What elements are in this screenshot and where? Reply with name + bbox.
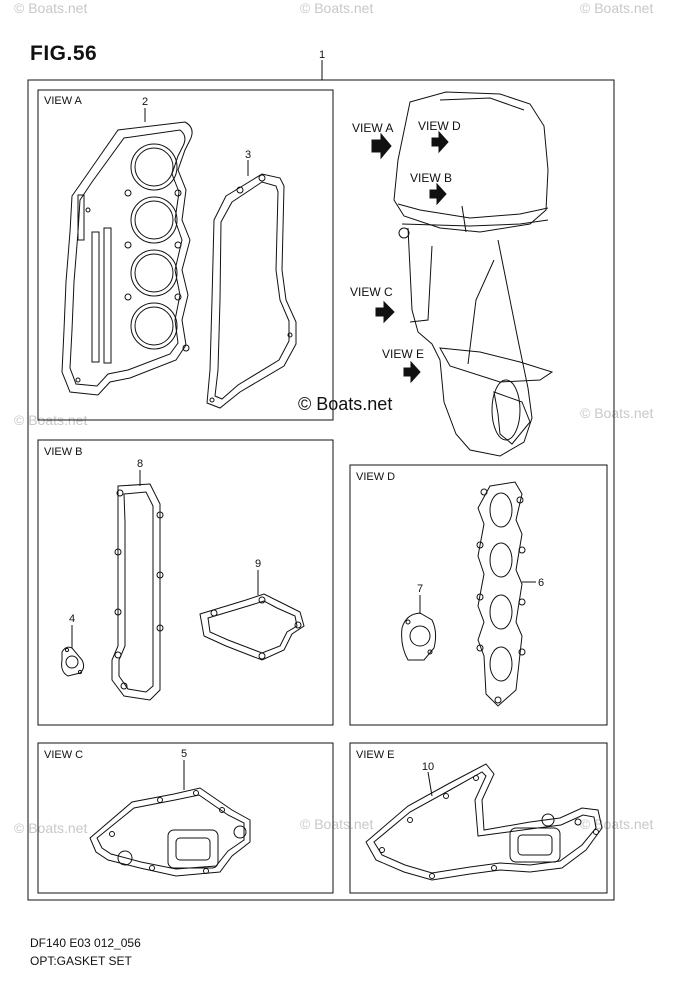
view-arrow-icon: [371, 132, 392, 160]
view-b-box: [37, 439, 334, 726]
view-arrow-icon: [375, 300, 395, 324]
watermark-center: © Boats.net: [298, 394, 393, 414]
engine-arrow-label: VIEW C: [350, 285, 393, 299]
view-arrow-icon: [431, 130, 449, 154]
watermark-text: © Boats.net: [300, 816, 374, 832]
outboard-engine: [393, 91, 554, 457]
engine-arrow-label: VIEW D: [418, 119, 461, 133]
view-e-box: [349, 742, 608, 894]
view-c-gasket: [89, 760, 251, 877]
engine-view-arrows: [371, 130, 449, 384]
part-number: 8: [137, 458, 143, 470]
part-number: 6: [538, 577, 544, 589]
view-a-label: VIEW A: [44, 95, 83, 107]
callout-number: 1: [319, 49, 325, 61]
view-d-label: VIEW D: [356, 471, 395, 483]
manifold-gasket: [476, 481, 536, 707]
view-e-label: VIEW E: [356, 749, 395, 761]
view-e-gasket: [365, 763, 603, 881]
part-number: 9: [255, 558, 261, 570]
engine-arrow-label: VIEW E: [382, 347, 424, 361]
watermark-text: © Boats.net: [14, 0, 88, 16]
outer-frame: [27, 79, 615, 901]
part-number: 2: [142, 96, 148, 108]
watermark-text: © Boats.net: [580, 0, 654, 16]
part-number: 3: [245, 149, 251, 161]
cylinder-head-gasket: [61, 108, 193, 396]
thermostat-gasket: [401, 595, 437, 661]
view-b-label: VIEW B: [44, 446, 83, 458]
part-number: 10: [422, 761, 434, 773]
head-cover-gasket: [206, 160, 297, 409]
view-d-box: [349, 464, 608, 726]
plate-gasket: [199, 570, 305, 661]
small-gasket: [61, 625, 85, 677]
figure-title: FIG.56: [30, 42, 98, 65]
watermark-text: © Boats.net: [580, 405, 654, 421]
view-c-box: [37, 742, 334, 894]
figure-caption: OPT:GASKET SET: [30, 954, 132, 968]
part-number: 7: [417, 583, 423, 595]
part-number: 4: [69, 613, 75, 625]
view-arrow-icon: [429, 182, 447, 206]
watermark-text: © Boats.net: [580, 816, 654, 832]
rear-cover-gasket: [111, 470, 164, 701]
part-number: 5: [181, 748, 187, 760]
view-c-label: VIEW C: [44, 749, 83, 761]
view-arrow-icon: [403, 360, 421, 384]
view-a-box: [37, 89, 334, 421]
figure-code: DF140 E03 012_056: [30, 936, 141, 950]
engine-arrow-label: VIEW B: [410, 171, 452, 185]
watermark-text: © Boats.net: [300, 0, 374, 16]
watermark-text: © Boats.net: [14, 820, 88, 836]
engine-arrow-label: VIEW A: [352, 121, 393, 135]
